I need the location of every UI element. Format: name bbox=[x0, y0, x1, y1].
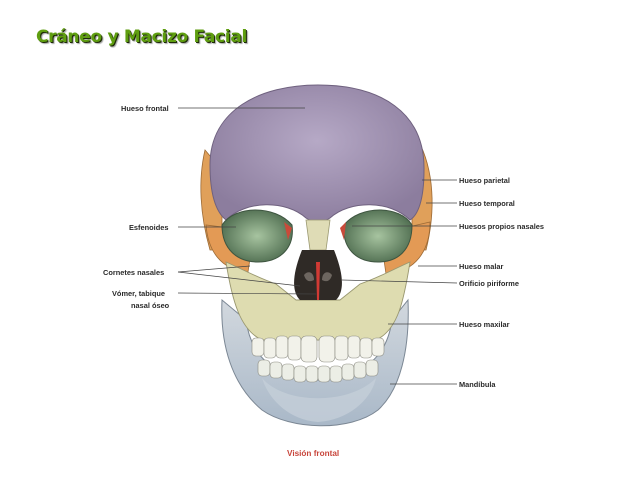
upper-teeth bbox=[251, 335, 385, 363]
orbit-right bbox=[343, 209, 413, 263]
label-huesos-propios-nasales: Huesos propios nasales bbox=[459, 222, 545, 231]
label-cornetes-nasales: Cornetes nasales bbox=[103, 268, 165, 277]
lower-teeth bbox=[257, 359, 379, 383]
nasal-bones bbox=[305, 219, 331, 251]
figure-caption: Visión frontal bbox=[287, 449, 340, 458]
label-hueso-parietal: Hueso parietal bbox=[459, 176, 510, 185]
label-mandibula: Mandíbula bbox=[459, 380, 496, 389]
label-hueso-frontal: Hueso frontal bbox=[121, 104, 169, 113]
frontal-bone bbox=[209, 84, 425, 226]
slide-title: Cráneo y Macizo Facial bbox=[36, 27, 248, 47]
label-hueso-maxilar: Hueso maxilar bbox=[459, 320, 510, 329]
label-hueso-malar: Hueso malar bbox=[459, 262, 504, 271]
label-vomer-line2: nasal óseo bbox=[131, 301, 170, 310]
maxillary-bone bbox=[225, 261, 411, 341]
label-vomer-line1: Vómer, tabique bbox=[112, 289, 165, 298]
label-esfenoides: Esfenoides bbox=[129, 223, 169, 232]
label-hueso-temporal: Hueso temporal bbox=[459, 199, 515, 208]
leader-lines bbox=[177, 107, 458, 385]
orbit-left bbox=[221, 209, 293, 263]
label-orificio-piriforme: Orificio piriforme bbox=[459, 279, 519, 288]
